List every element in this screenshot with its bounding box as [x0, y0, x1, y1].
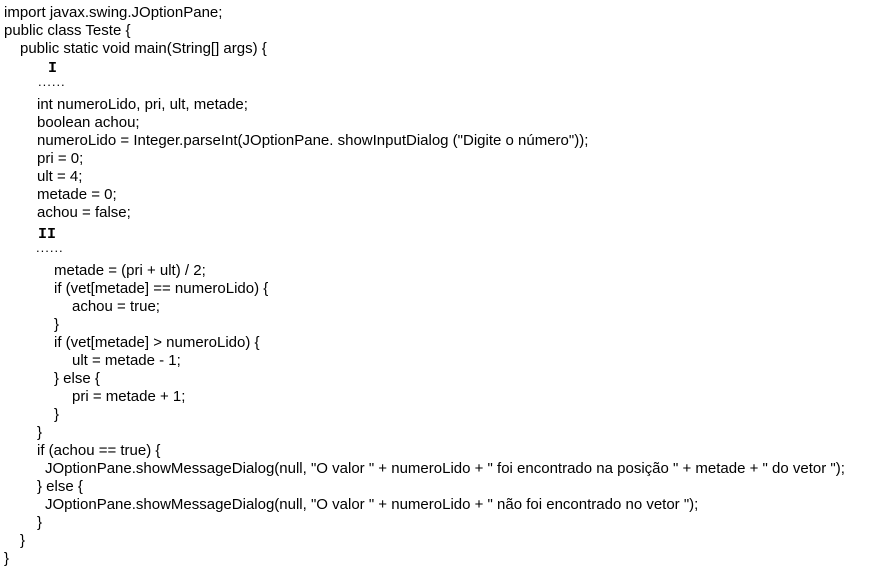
code-line-ult-update: ult = metade - 1; — [72, 352, 181, 369]
code-line-declare-int: int numeroLido, pri, ult, metade; — [37, 96, 248, 113]
code-line-if-achou: if (achou == true) { — [37, 442, 161, 459]
code-line-main: public static void main(String[] args) { — [20, 40, 267, 57]
marker-one: I — [48, 60, 58, 77]
code-line-message-found: JOptionPane.showMessageDialog(null, "O v… — [45, 460, 845, 477]
code-line-if-greater: if (vet[metade] > numeroLido) { — [54, 334, 260, 351]
code-line-ult-init: ult = 4; — [37, 168, 83, 185]
code-line-close-if-equal: } — [54, 316, 60, 333]
code-line-else-two: } else { — [37, 478, 83, 495]
code-line-declare-bool: boolean achou; — [37, 114, 140, 131]
ellipsis-one: ...... — [38, 74, 66, 89]
code-line-achou-true: achou = true; — [72, 298, 160, 315]
marker-two: II — [38, 226, 57, 243]
code-line-close-else-one: } — [54, 406, 60, 423]
code-line-pri-init: pri = 0; — [37, 150, 84, 167]
code-line-metade-calc: metade = (pri + ult) / 2; — [54, 262, 206, 279]
code-line-if-equal: if (vet[metade] == numeroLido) { — [54, 280, 269, 297]
code-line-close-class: } — [4, 550, 10, 567]
code-line-close-block: } — [37, 424, 43, 441]
code-line-pri-update: pri = metade + 1; — [72, 388, 186, 405]
code-line-input: numeroLido = Integer.parseInt(JOptionPan… — [37, 132, 589, 149]
code-line-close-main: } — [20, 532, 26, 549]
code-line-import: import javax.swing.JOptionPane; — [4, 4, 223, 21]
code-line-else-one: } else { — [54, 370, 100, 387]
code-line-close-else-two: } — [37, 514, 43, 531]
code-line-metade-init: metade = 0; — [37, 186, 117, 203]
code-line-achou-init: achou = false; — [37, 204, 131, 221]
code-line-message-not-found: JOptionPane.showMessageDialog(null, "O v… — [45, 496, 699, 513]
ellipsis-two: ...... — [36, 240, 64, 255]
code-line-class: public class Teste { — [4, 22, 131, 39]
